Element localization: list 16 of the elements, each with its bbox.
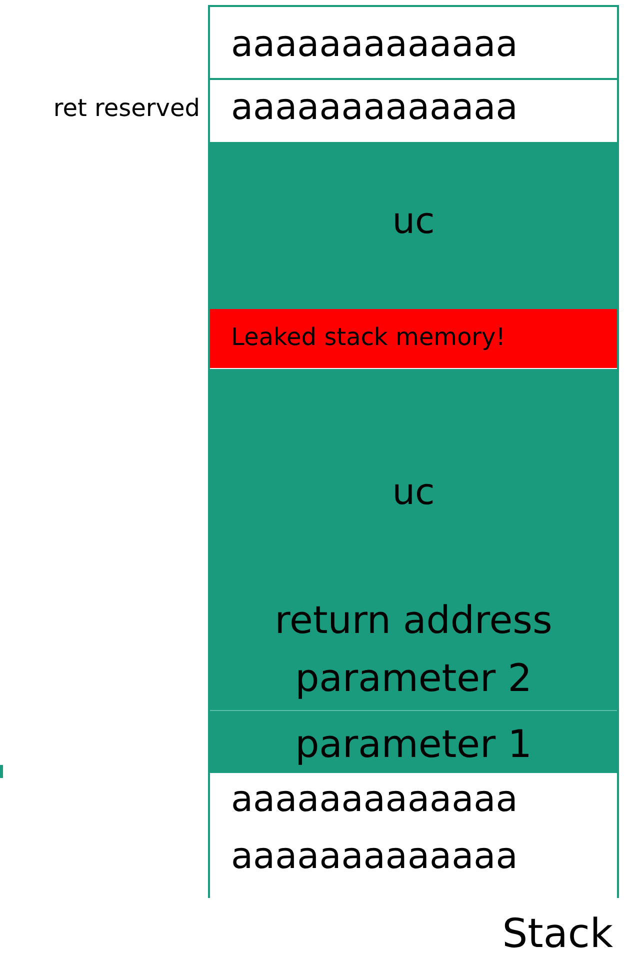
region-label: parameter 2 <box>294 658 533 700</box>
slot-text: aaaaaaaaaaaaa <box>231 25 518 65</box>
slot-text: aaaaaaaaaaaaa <box>231 88 518 128</box>
side-label: ret reserved <box>53 94 200 122</box>
slot-text: aaaaaaaaaaaaa <box>231 780 518 820</box>
region-label: uc <box>391 202 436 242</box>
warning-text: Leaked stack memory! <box>231 324 506 350</box>
stack-frame-region <box>210 142 617 309</box>
region-label: return address <box>274 600 554 642</box>
stack-title: Stack <box>502 912 613 956</box>
slot-text: parameter 1 <box>294 724 533 766</box>
stack-frame-region <box>210 369 617 710</box>
leak-region <box>210 309 617 369</box>
parameter-slot <box>210 710 617 773</box>
slot-text: aaaaaaaaaaaaa <box>231 837 518 877</box>
region-label: uc <box>391 473 436 513</box>
